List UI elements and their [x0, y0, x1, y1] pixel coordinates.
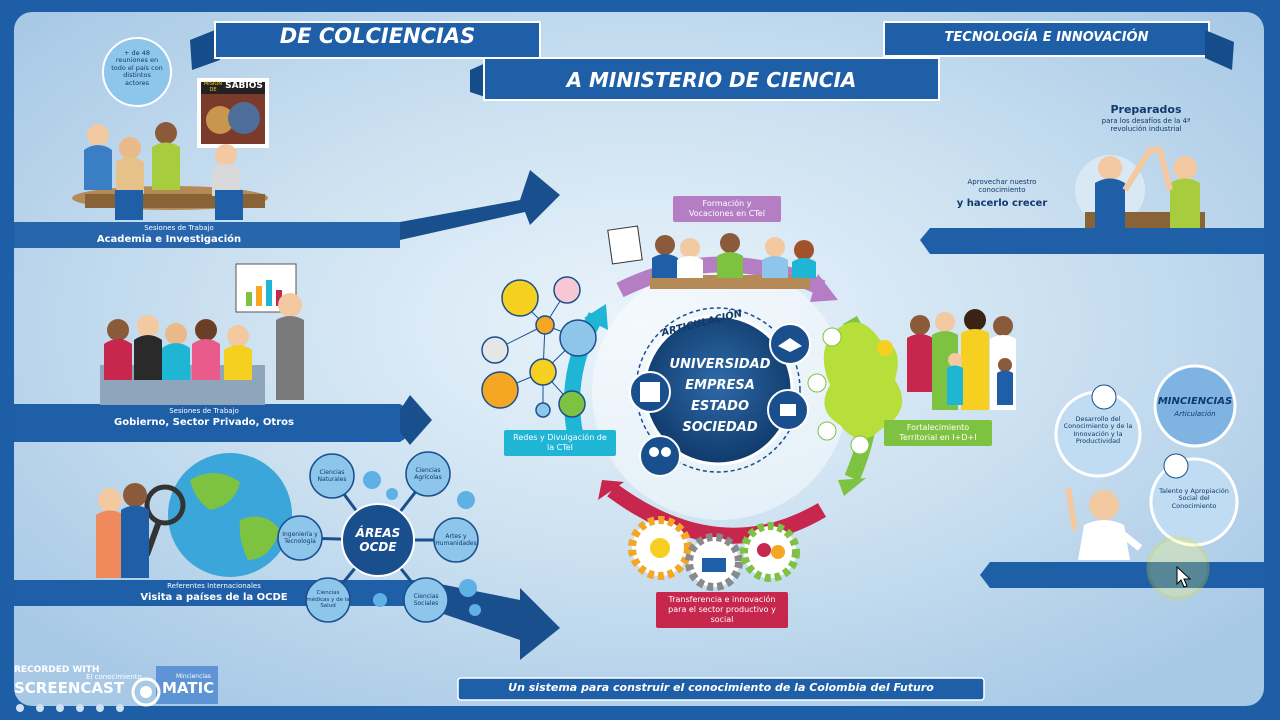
cycle-arrowheads — [584, 274, 866, 500]
transferencia-gears — [628, 516, 800, 591]
areas-center-text: ÁREAS OCDE — [355, 525, 401, 554]
banner-right — [883, 21, 1234, 70]
watermark-brand-b: MATIC — [162, 679, 215, 697]
center-line-universidad: UNIVERSIDAD — [669, 357, 771, 372]
redes-network-nodes — [481, 276, 597, 418]
panel1-subtitle: Sesiones de Trabajo — [144, 224, 214, 232]
banner-right-text: TECNOLOGÍA E INNOVACIÓN — [944, 30, 1149, 45]
lightbulb-icon — [1091, 384, 1117, 410]
footer-tagline: Un sistema para construir el conocimient… — [508, 681, 934, 694]
people-icon — [639, 435, 681, 477]
person-icon-2 — [559, 319, 597, 357]
fortalecimiento-splash — [807, 322, 903, 455]
watermark-controls — [16, 704, 124, 712]
banner-left-text: DE COLCIENCIAS — [279, 24, 476, 48]
flow-arrows — [400, 170, 560, 660]
hacerlo-crecer-text: y hacerlo crecer — [956, 198, 1048, 209]
network-icon — [1163, 453, 1189, 479]
aprovechar-text: Aprovechar nuestro conocimiento — [967, 178, 1037, 195]
banner-center — [470, 57, 940, 101]
minciencias-title: MINCIENCIAS — [1157, 396, 1233, 407]
watermark-recorded: RECORDED WITH — [14, 665, 100, 675]
government-people-illustration — [100, 263, 304, 405]
panel3-title: Visita a países de la OCDE — [140, 592, 288, 603]
watermark-brand-a: SCREENCAST — [14, 679, 125, 697]
mouse-cursor-icon — [1176, 565, 1192, 588]
presenter-illustration — [1065, 487, 1143, 560]
person-icon-3 — [481, 371, 519, 409]
fortalecimiento-label: Fortalecimiento Territorial en I+D+I — [884, 420, 992, 446]
center-line-estado: ESTADO — [690, 399, 749, 414]
panel1-title: Academia e Investigación — [96, 234, 242, 245]
minciencias-cluster — [1054, 364, 1239, 547]
panel2-title: Gobierno, Sector Privado, Otros — [114, 417, 294, 428]
inner-background — [14, 12, 1264, 706]
office-icon — [481, 336, 509, 364]
area-ciencias-agricolas: Ciencias Agrícolas — [414, 466, 442, 481]
center-line-sociedad: SOCIEDAD — [682, 420, 758, 435]
person-icon — [501, 279, 539, 317]
transferencia-label: Transferencia e innovación para el secto… — [656, 592, 788, 628]
areas-decor-dots — [363, 471, 481, 616]
banner-left — [190, 21, 541, 70]
area-ingenieria: Ingeniería y Tecnología — [282, 530, 318, 545]
banner-center-text: A MINISTERIO DE CIENCIA — [566, 68, 857, 92]
center-ring — [635, 307, 801, 473]
tagline-pill — [457, 677, 985, 701]
book-pre-title: MISIÓN DE — [203, 81, 223, 93]
meetings-bubble — [102, 37, 172, 107]
satellite-glyphs — [640, 338, 802, 457]
talento-text: Talento y Apropiación Social del Conocim… — [1159, 487, 1229, 510]
watermark-thumb-2: Minciencias — [176, 673, 211, 680]
right-panel-dividers — [920, 228, 1264, 588]
watermark-thumbnail — [156, 666, 218, 704]
area-ciencias-medicas: Ciencias médicas y de la Salud — [306, 590, 350, 610]
international-illustration — [96, 453, 292, 578]
screencast-logo-icon — [131, 677, 161, 707]
handshake-illustration — [1075, 147, 1205, 228]
desarrollo-text: Desarrollo del Conocimiento y de la Inno… — [1063, 415, 1133, 446]
area-artes: Artes y Humanidades — [435, 532, 477, 547]
formacion-illustration — [607, 225, 816, 289]
redes-label: Redes y Divulgación de la CTeI — [504, 430, 616, 456]
community-illustration — [907, 309, 1016, 410]
areas-center-node — [341, 503, 415, 577]
area-ciencias-naturales: Ciencias Naturales — [317, 468, 347, 483]
phone-icon — [558, 390, 586, 418]
areas-nodes — [277, 451, 479, 623]
watermark-thumb-1: El conocimiento — [86, 673, 142, 681]
preparados-title: Preparados — [1110, 103, 1182, 116]
device-icon — [535, 315, 555, 335]
panel2-subtitle: Sesiones de Trabajo — [169, 407, 239, 415]
minciencias-articulacion: Articulación — [1174, 410, 1216, 418]
megaphone-icon — [553, 276, 581, 304]
book-icon — [535, 402, 551, 418]
academia-people-illustration — [72, 122, 268, 220]
panel3-subtitle: Referentes Internacionales — [167, 582, 261, 590]
formacion-label: Formación y Vocaciones en CTeI — [673, 196, 781, 222]
book-cover-icon — [197, 78, 269, 148]
area-ciencias-sociales: Ciencias Sociales — [413, 592, 439, 607]
preparados-text: para los desafíos de la 4ª revolución in… — [1101, 117, 1191, 134]
center-line-empresa: EMPRESA — [685, 378, 755, 393]
meetings-bubble-text: + de 48 reuniones en todo el país con di… — [111, 49, 163, 87]
laptop-icon — [529, 358, 557, 386]
book-title: SABIOS — [225, 81, 263, 91]
